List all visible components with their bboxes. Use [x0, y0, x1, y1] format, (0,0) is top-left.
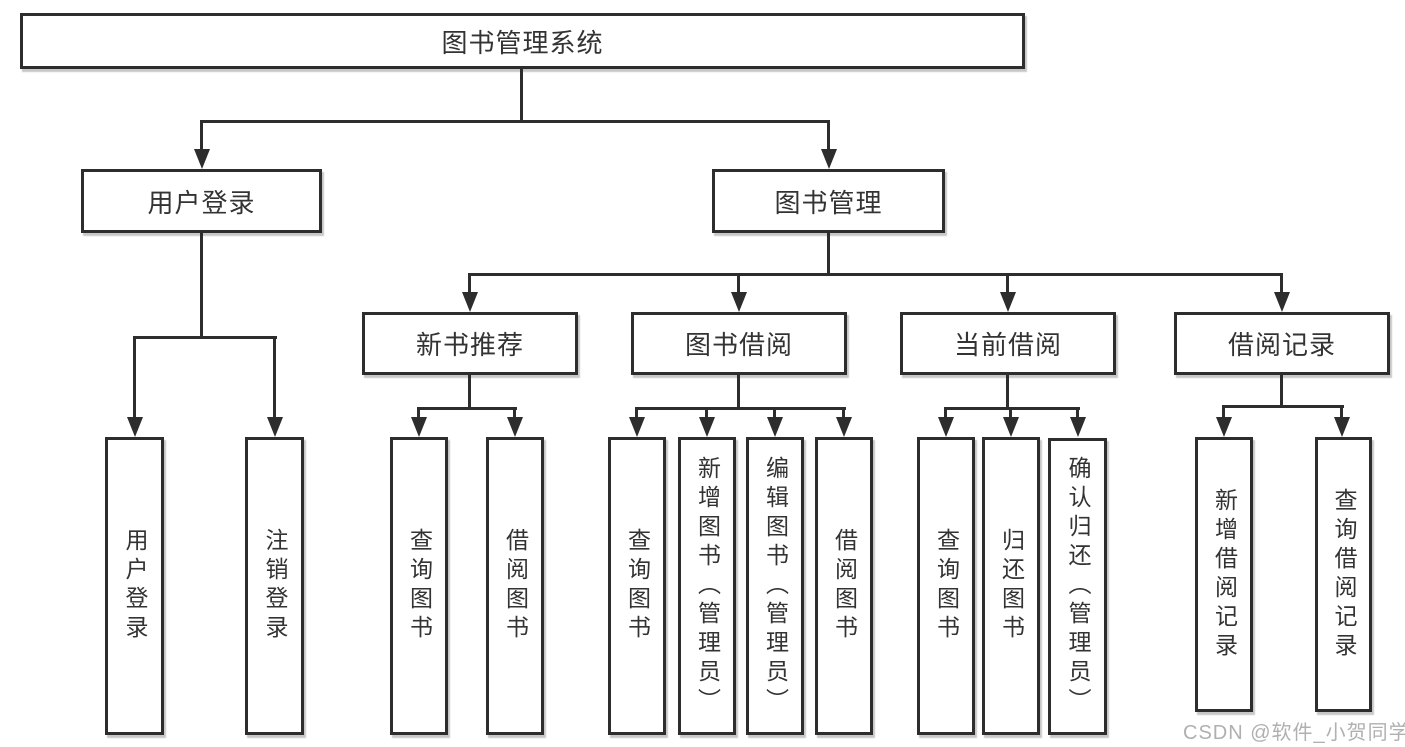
connector-recommend-branch: [417, 407, 517, 410]
node-label: 查询借阅记录: [1331, 487, 1357, 662]
connector-stem-return-book: [1009, 407, 1012, 417]
arrowhead-leaf-logout: [267, 417, 283, 437]
connector-records-branch: [1222, 405, 1344, 408]
connector-borrow-stem: [737, 375, 740, 407]
node-label: 查询图书: [624, 528, 651, 644]
connector-stem-query-books-borrow: [635, 407, 638, 417]
node-current-borrowing: 当前借阅: [900, 312, 1116, 375]
node-book-borrowing: 图书借阅: [631, 312, 847, 375]
arrowhead-user-login: [194, 149, 210, 169]
connector-stem-edit-book-admin: [773, 407, 776, 417]
connector-stem-confirm-return-admin: [1076, 407, 1079, 417]
leaf-return-book: 归还图书: [982, 437, 1040, 735]
node-label: 借阅图书: [502, 528, 529, 644]
connector-stem-query-books-current: [944, 407, 947, 417]
connector-stem-add-book-admin: [705, 407, 708, 417]
node-label: 借阅记录: [1227, 330, 1336, 360]
node-label: 编辑图书（管理员）: [762, 455, 789, 717]
node-label: 图书管理系统: [441, 27, 604, 58]
node-borrowing-records: 借阅记录: [1174, 312, 1390, 375]
connector-root-branch: [200, 120, 830, 123]
connector-current-branch: [944, 407, 1080, 410]
connector-level3-branch: [469, 273, 1282, 276]
connector-stem-new-book-recommend: [468, 273, 471, 292]
connector-stem-book-management: [827, 120, 830, 150]
connector-user-login-branch: [133, 336, 277, 339]
connector-stem-leaf-logout: [273, 336, 276, 417]
node-book-management: 图书管理: [712, 169, 945, 233]
node-label: 新增图书（管理员）: [694, 455, 721, 717]
node-label: 借阅图书: [831, 528, 858, 644]
leaf-query-books-borrow: 查询图书: [608, 437, 666, 735]
arrowhead-borrow-books-borrow: [836, 417, 852, 437]
arrowhead-query-books-borrow: [629, 417, 645, 437]
node-label: 用户登录: [122, 528, 148, 644]
arrowhead-leaf-user-login: [127, 417, 143, 437]
connector-current-stem: [1006, 375, 1009, 407]
node-label: 当前借阅: [953, 330, 1062, 360]
arrowhead-return-book: [1003, 417, 1019, 437]
node-label: 图书借阅: [684, 330, 793, 360]
connector-stem-borrow-books-borrow: [842, 407, 845, 417]
connector-stem-current-borrowing: [1006, 273, 1009, 292]
arrowhead-query-books-current: [938, 417, 954, 437]
arrowhead-query-books-recommend: [411, 417, 427, 437]
arrowhead-new-book-recommend: [462, 292, 478, 312]
leaf-add-book-admin: 新增图书（管理员）: [678, 437, 736, 735]
leaf-borrow-books-borrow: 借阅图书: [815, 437, 873, 735]
arrowhead-add-borrow-record: [1216, 417, 1232, 437]
node-label: 归还图书: [998, 528, 1025, 644]
connector-stem-book-borrowing: [737, 273, 740, 292]
connector-stem-query-borrow-record: [1340, 405, 1343, 417]
arrowhead-book-borrowing: [731, 292, 747, 312]
node-label: 查询图书: [406, 528, 433, 644]
leaf-add-borrow-record: 新增借阅记录: [1195, 437, 1253, 712]
node-root-library-system: 图书管理系统: [20, 13, 1025, 69]
leaf-query-books-current: 查询图书: [917, 437, 975, 735]
connector-stem-borrow-books-recommend: [513, 407, 516, 417]
node-user-login: 用户登录: [81, 169, 322, 233]
node-label: 图书管理: [774, 187, 883, 218]
leaf-borrow-books-recommend: 借阅图书: [486, 437, 544, 735]
arrowhead-confirm-return-admin: [1070, 417, 1086, 437]
connector-stem-query-books-recommend: [417, 407, 420, 417]
node-new-book-recommend: 新书推荐: [362, 312, 578, 375]
leaf-query-books-recommend: 查询图书: [390, 437, 448, 735]
node-label: 注销登录: [262, 528, 288, 644]
connector-root-stem: [520, 69, 523, 120]
connector-stem-add-borrow-record: [1222, 405, 1225, 417]
watermark: CSDN @软件_小贺同学: [1183, 722, 1405, 744]
arrowhead-book-management: [821, 149, 837, 169]
arrowhead-borrowing-records: [1274, 292, 1290, 312]
connector-user-login-stem: [200, 233, 203, 336]
connector-records-stem: [1280, 375, 1283, 405]
arrowhead-query-borrow-record: [1334, 417, 1350, 437]
connector-stem-user-login: [200, 120, 203, 150]
connector-stem-leaf-user-login: [133, 336, 136, 417]
connector-stem-borrowing-records: [1280, 273, 1283, 292]
leaf-logout: 注销登录: [245, 437, 304, 735]
node-label: 新增借阅记录: [1211, 487, 1238, 662]
node-label: 新书推荐: [415, 330, 524, 360]
node-label: 用户登录: [147, 187, 256, 218]
connector-book-management-stem: [827, 233, 830, 273]
node-label: 确认归还（管理员）: [1065, 456, 1091, 717]
connector-borrow-branch: [635, 407, 846, 410]
node-label: 查询图书: [933, 528, 960, 644]
leaf-confirm-return-admin: 确认归还（管理员）: [1048, 438, 1107, 735]
arrowhead-borrow-books-recommend: [507, 417, 523, 437]
arrowhead-edit-book-admin: [767, 417, 783, 437]
leaf-edit-book-admin: 编辑图书（管理员）: [746, 437, 804, 735]
leaf-query-borrow-record: 查询借阅记录: [1315, 437, 1372, 712]
leaf-user-login: 用户登录: [105, 437, 164, 735]
connector-recommend-stem: [468, 375, 471, 407]
arrowhead-add-book-admin: [699, 417, 715, 437]
arrowhead-current-borrowing: [1000, 292, 1016, 312]
